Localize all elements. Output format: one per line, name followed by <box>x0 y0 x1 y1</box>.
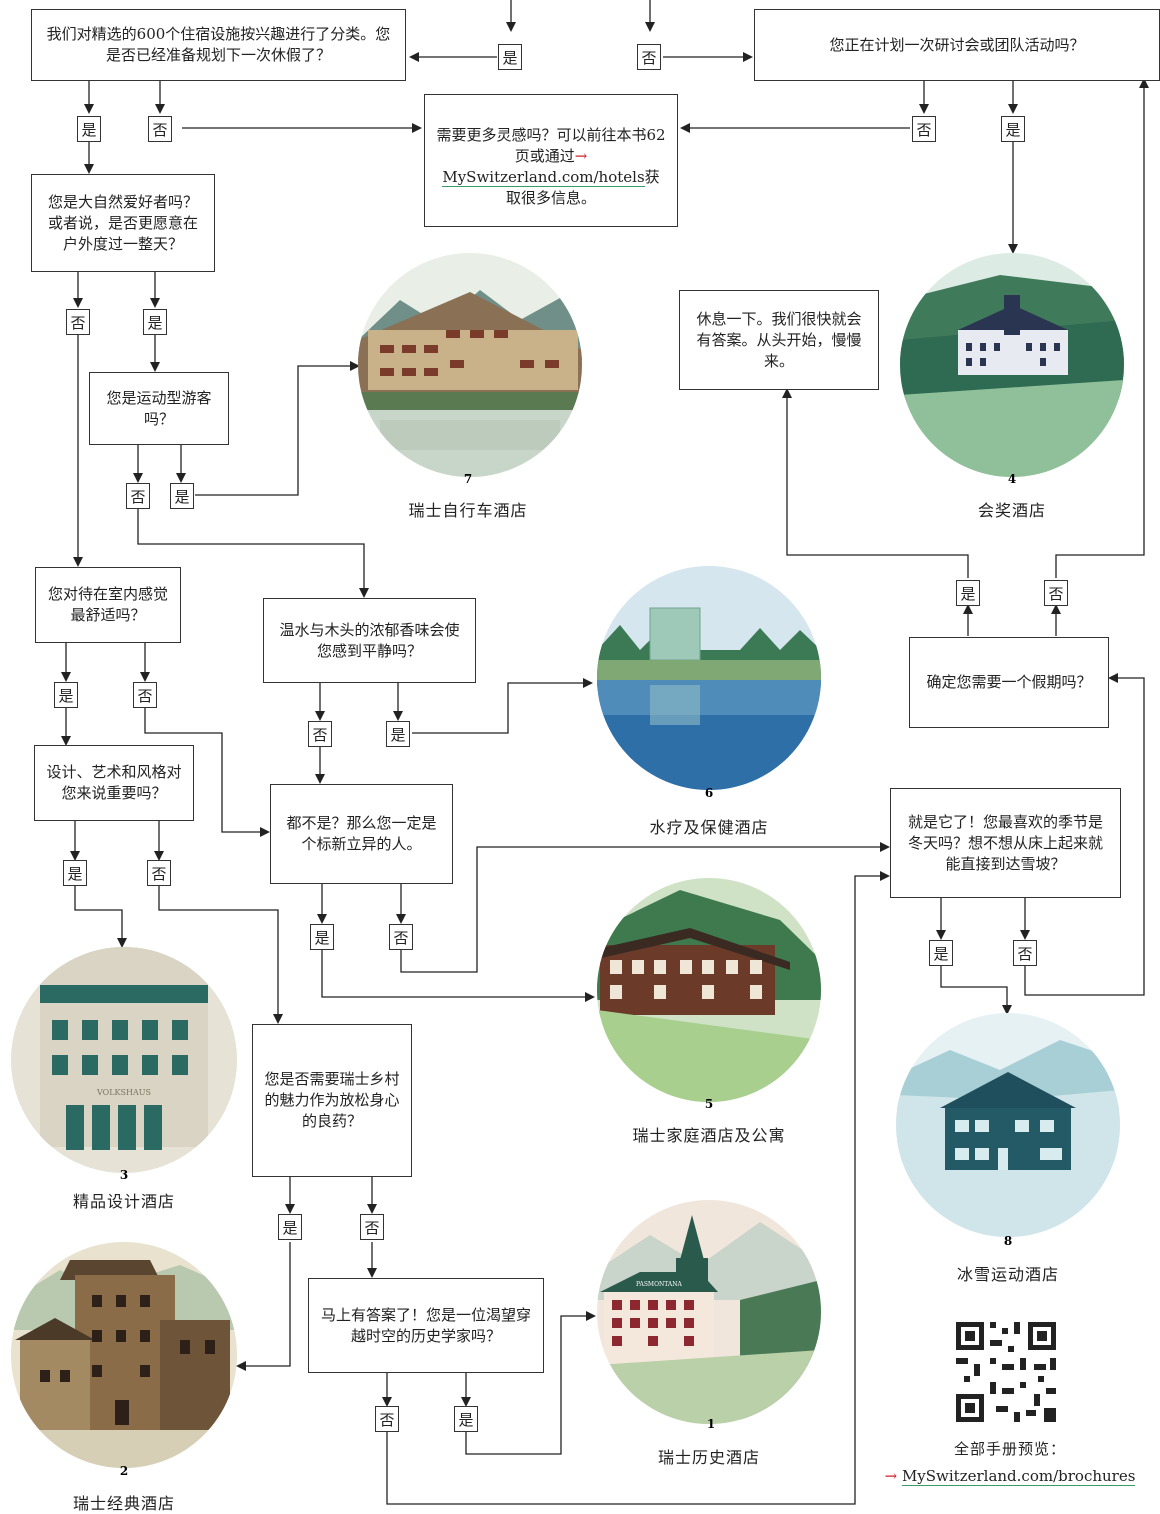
village-yes-label: 是 <box>278 1214 302 1240</box>
nature-question-box: 您是大自然爱好者吗？或者说，是否更愿意在户外度过一整天？ <box>31 174 215 272</box>
hotel-title-5: 瑞士家庭酒店及公寓 <box>632 1126 786 1145</box>
seminar-no-label: 否 <box>912 116 936 142</box>
hotel-number-6: 6 <box>705 786 713 800</box>
village-question-box: 您是否需要瑞士乡村的魅力作为放松身心的良药？ <box>252 1024 412 1177</box>
design-no-label: 否 <box>147 860 171 886</box>
unique-message-box: 都不是？那么您一定是个标新立异的人。 <box>270 784 453 884</box>
indoor-yes-label: 是 <box>54 682 78 708</box>
winter-yes-label: 是 <box>929 940 953 966</box>
nature-no-label: 否 <box>66 309 90 335</box>
hotel-illustration-2 <box>11 1242 237 1468</box>
sporty-yes-label: 是 <box>170 483 194 509</box>
brochure-arrow-icon: → <box>884 1467 898 1485</box>
hotel-title-1: 瑞士历史酒店 <box>657 1448 761 1467</box>
hotel-illustration-5 <box>597 878 821 1102</box>
hotel-1-sign: PASMONTANA <box>636 1281 682 1288</box>
start-yes-label: 是 <box>498 44 522 70</box>
historian-no-label: 否 <box>375 1406 399 1432</box>
brochure-section: 全部手册预览： → MySwitzerland.com/brochures <box>875 1438 1145 1486</box>
design-question-box: 设计、艺术和风格对您来说重要吗？ <box>34 745 194 821</box>
sporty-question-box: 您是运动型游客吗？ <box>89 372 229 445</box>
indoor-question-box: 您对待在室内感觉最舒适吗？ <box>35 567 181 643</box>
hotel-number-4: 4 <box>1008 472 1016 486</box>
historian-yes-label: 是 <box>454 1406 478 1432</box>
historian-question-box: 马上有答案了！您是一位渴望穿越时空的历史学家吗？ <box>308 1278 544 1373</box>
hotel-title-4: 会奖酒店 <box>977 501 1047 520</box>
unique-no-label: 否 <box>389 924 413 950</box>
hotel-title-3: 精品设计酒店 <box>72 1192 176 1211</box>
hotel-illustration-3: VOLKSHAUS <box>11 947 237 1173</box>
qr-code <box>956 1322 1056 1422</box>
start-no-label: 否 <box>637 44 661 70</box>
start-question-box: 我们对精选的600个住宿设施按兴趣进行了分类。您是否已经准备规划下一次休假了？ <box>31 9 406 81</box>
inspiration-text-end: 获取很多信息。 <box>505 168 660 207</box>
village-no-label: 否 <box>360 1214 384 1240</box>
confirm-no-label: 否 <box>1044 580 1068 606</box>
plan-yes-label: 是 <box>77 116 101 142</box>
indoor-no-label: 否 <box>133 682 157 708</box>
hotel-number-7: 7 <box>464 472 472 486</box>
warm-wood-question-box: 温水与木头的浓郁香味会使您感到平静吗？ <box>263 598 476 683</box>
link-arrow-icon: → <box>574 147 588 165</box>
hotel-title-2: 瑞士经典酒店 <box>72 1494 176 1513</box>
confirm-yes-label: 是 <box>956 580 980 606</box>
brochure-label: 全部手册预览： <box>953 1440 1066 1458</box>
hotel-number-1: 1 <box>707 1417 715 1431</box>
warmwood-yes-label: 是 <box>386 721 410 747</box>
hotel-illustration-7 <box>358 253 582 477</box>
connectors <box>61 0 1149 1505</box>
hotel-title-6: 水疗及保健酒店 <box>649 818 769 837</box>
winter-no-label: 否 <box>1013 940 1037 966</box>
design-yes-label: 是 <box>63 860 87 886</box>
inspiration-box: 需要更多灵感吗？可以前往本书62页或通过→ MySwitzerland.com/… <box>424 94 678 227</box>
hotel-illustration-1: PASMONTANA <box>597 1200 821 1424</box>
hotel-number-5: 5 <box>705 1097 713 1111</box>
brochures-link[interactable]: MySwitzerland.com/brochures <box>901 1467 1136 1486</box>
unique-yes-label: 是 <box>310 924 334 950</box>
warmwood-no-label: 否 <box>308 721 332 747</box>
hotel-title-7: 瑞士自行车酒店 <box>408 501 528 520</box>
sporty-no-label: 否 <box>126 483 150 509</box>
hotel-illustration-8 <box>896 1013 1120 1237</box>
hotel-3-sign: VOLKSHAUS <box>96 1088 151 1097</box>
plan-no-label: 否 <box>148 116 172 142</box>
hotels-link[interactable]: MySwitzerland.com/hotels <box>442 168 645 187</box>
nature-yes-label: 是 <box>143 309 167 335</box>
hotel-illustration-4 <box>900 253 1124 477</box>
hotel-number-2: 2 <box>120 1464 128 1478</box>
seminar-yes-label: 是 <box>1001 116 1025 142</box>
hotel-illustration-6 <box>597 566 821 790</box>
hotel-title-8: 冰雪运动酒店 <box>956 1265 1060 1284</box>
rest-message-box: 休息一下。我们很快就会有答案。从头开始，慢慢来。 <box>679 290 879 390</box>
seminar-question-box: 您正在计划一次研讨会或团队活动吗？ <box>754 9 1160 81</box>
confirm-vacation-box: 确定您需要一个假期吗？ <box>909 637 1109 728</box>
inspiration-text: 需要更多灵感吗？可以前往本书62页或通过 <box>436 126 666 165</box>
hotel-number-8: 8 <box>1004 1234 1012 1248</box>
winter-question-box: 就是它了！您最喜欢的季节是冬天吗？想不想从床上起来就能直接到达雪坡？ <box>890 788 1121 898</box>
hotel-number-3: 3 <box>120 1168 128 1182</box>
